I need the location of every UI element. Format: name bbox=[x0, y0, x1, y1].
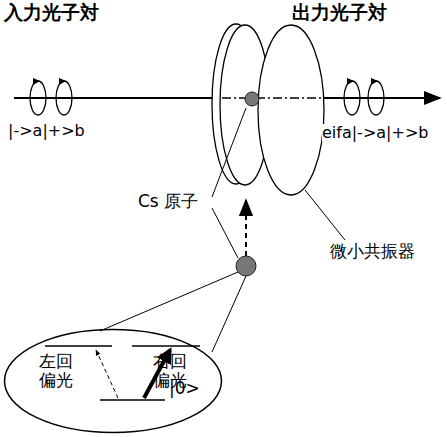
heading-label: 出力光子対 bbox=[292, 2, 387, 24]
magnifier-line bbox=[100, 272, 238, 331]
ellipse-outline bbox=[5, 330, 222, 433]
cs-atom bbox=[245, 92, 259, 106]
polarization-loop bbox=[30, 81, 384, 115]
heading-label: 入力光子対 bbox=[4, 2, 99, 24]
optical-axis bbox=[14, 97, 222, 99]
leader-line bbox=[212, 108, 246, 197]
leader-line bbox=[212, 208, 238, 258]
atom-label: Cs 原子 bbox=[138, 192, 198, 212]
polarization-label: 左回偏光 bbox=[39, 352, 75, 389]
magnifier-line bbox=[212, 276, 246, 352]
state-label: |->a|+>b bbox=[8, 122, 85, 140]
cavity-label: 微小共振器 bbox=[330, 242, 415, 262]
cavity-mirror bbox=[212, 24, 324, 195]
axis-in-cavity bbox=[222, 97, 322, 98]
transition-arrow bbox=[96, 350, 118, 398]
state-label: eifa|->a|+>b bbox=[322, 124, 428, 142]
leader-line bbox=[305, 190, 345, 240]
state-label: |0> bbox=[169, 378, 200, 398]
cs-atom bbox=[236, 256, 256, 276]
atom-level-ellipse: 左回偏光右回偏光|0> bbox=[3, 328, 223, 434]
dashed-arrow bbox=[245, 200, 247, 256]
polarization-arrow bbox=[33, 78, 378, 85]
optical-axis bbox=[322, 97, 440, 99]
